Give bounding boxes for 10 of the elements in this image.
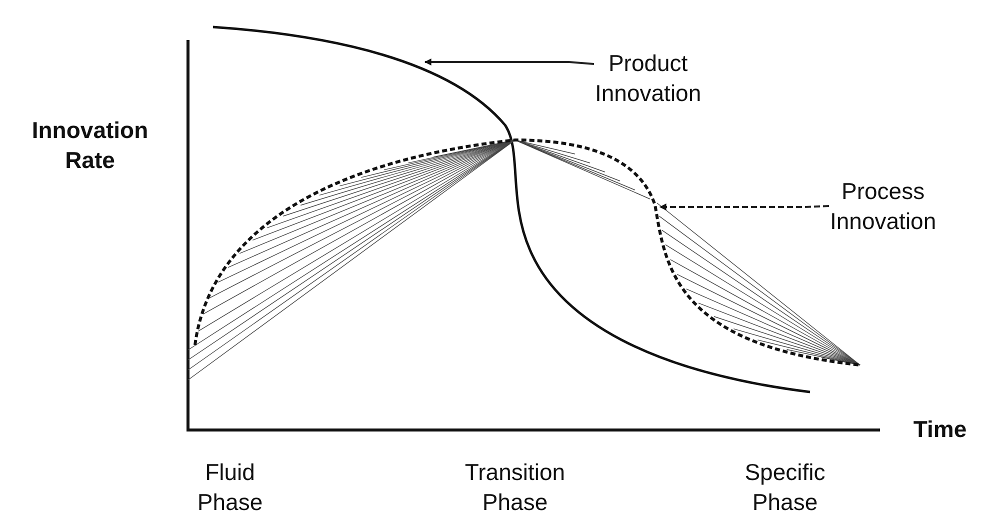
leader-arrow <box>424 58 594 66</box>
phase-label: Fluid Phase <box>196 458 264 517</box>
product-innovation-curve <box>212 26 810 394</box>
leader-arrow <box>659 204 830 210</box>
phase-label: Specific Phase <box>744 458 826 517</box>
phase-label: Transition Phase <box>464 458 566 517</box>
callout-text: Product Innovation <box>595 48 702 108</box>
axis-title: Innovation Rate <box>30 116 150 175</box>
axis-title: Time <box>912 415 968 444</box>
callout-text: Process Innovation <box>830 176 936 236</box>
